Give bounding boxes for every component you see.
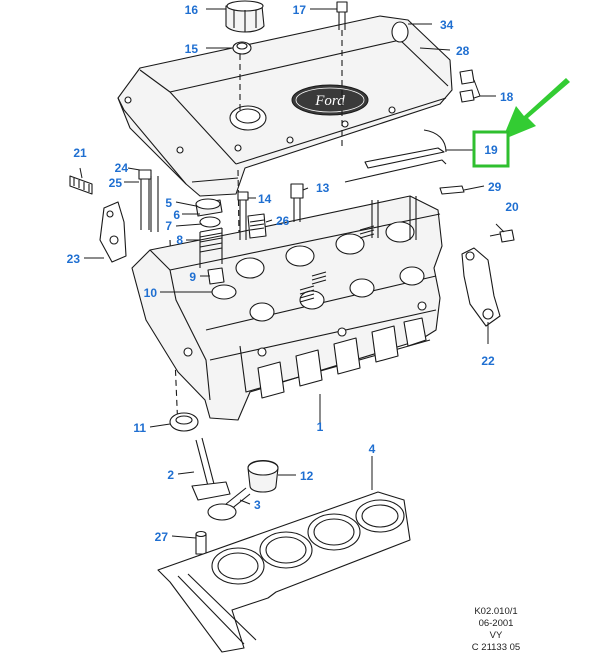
callout-6: 6 bbox=[173, 208, 180, 222]
leader-lines bbox=[79, 8, 505, 539]
callout-23: 23 bbox=[67, 252, 81, 266]
callout-15: 15 bbox=[185, 42, 199, 56]
callout-14: 14 bbox=[258, 192, 272, 206]
cover-gasket-strip bbox=[364, 147, 445, 169]
callout-5: 5 bbox=[165, 196, 172, 210]
cover-gasket-strip-lower bbox=[344, 159, 447, 183]
reference-line-4: C 21133 05 bbox=[472, 642, 520, 653]
callout-12: 12 bbox=[300, 469, 314, 483]
reference-line-3: VY bbox=[490, 630, 503, 641]
valve-2 bbox=[191, 437, 231, 501]
bolt-17 bbox=[336, 1, 348, 30]
seal-12 bbox=[247, 459, 279, 493]
callout-16: 16 bbox=[185, 3, 199, 17]
callout-labels: 16 17 34 15 28 18 19 29 20 21 22 24 25 2… bbox=[67, 3, 519, 544]
highlight-box bbox=[472, 130, 510, 168]
callout-22: 22 bbox=[481, 354, 495, 368]
callout-11: 11 bbox=[133, 421, 146, 435]
valve-seal-11 bbox=[169, 412, 199, 432]
callout-17: 17 bbox=[293, 3, 307, 17]
cam-cover: Ford bbox=[117, 15, 453, 197]
head-bolts bbox=[138, 169, 417, 240]
callout-20: 20 bbox=[505, 200, 519, 214]
callout-27: 27 bbox=[155, 530, 169, 544]
callout-10: 10 bbox=[144, 286, 158, 300]
seal-15 bbox=[232, 41, 252, 55]
cylinder-head bbox=[131, 195, 443, 421]
callout-13: 13 bbox=[316, 181, 330, 195]
callout-21: 21 bbox=[73, 146, 87, 160]
reference-line-2: 06-2001 bbox=[479, 618, 514, 629]
highlight-callout-19 bbox=[472, 78, 570, 168]
valve-train-stack bbox=[195, 198, 237, 300]
valve-3 bbox=[207, 487, 251, 521]
callout-3: 3 bbox=[254, 498, 261, 512]
cover-gasket-curve bbox=[423, 129, 447, 153]
water-outlet-gasket bbox=[461, 247, 501, 327]
ford-logo: Ford bbox=[291, 84, 369, 116]
callout-8: 8 bbox=[176, 233, 183, 247]
head-gasket bbox=[157, 491, 411, 653]
dowel-27 bbox=[195, 530, 207, 555]
highlight-arrow bbox=[502, 78, 570, 140]
reference-line-1: K02.010/1 bbox=[474, 606, 517, 617]
callout-7: 7 bbox=[165, 219, 172, 233]
stud-21 bbox=[69, 175, 93, 195]
bracket-23 bbox=[99, 201, 127, 263]
callout-24: 24 bbox=[115, 161, 129, 175]
callout-9: 9 bbox=[189, 270, 196, 284]
oil-filler-cap bbox=[225, 0, 265, 33]
callout-34: 34 bbox=[440, 18, 454, 32]
callout-4: 4 bbox=[369, 442, 376, 456]
callout-25: 25 bbox=[109, 176, 123, 190]
callout-29: 29 bbox=[488, 180, 502, 194]
callout-19: 19 bbox=[484, 143, 498, 157]
grommets-18 bbox=[459, 69, 475, 103]
callout-1: 1 bbox=[317, 420, 324, 434]
callout-2: 2 bbox=[167, 468, 174, 482]
logo-text: Ford bbox=[314, 93, 345, 109]
reference-block: K02.010/1 06-2001 VY C 21133 05 bbox=[472, 606, 520, 653]
callout-18: 18 bbox=[500, 90, 514, 104]
seal-29 bbox=[439, 185, 465, 195]
callout-28: 28 bbox=[456, 44, 470, 58]
callout-26: 26 bbox=[276, 214, 290, 228]
sensor-20 bbox=[489, 229, 515, 243]
